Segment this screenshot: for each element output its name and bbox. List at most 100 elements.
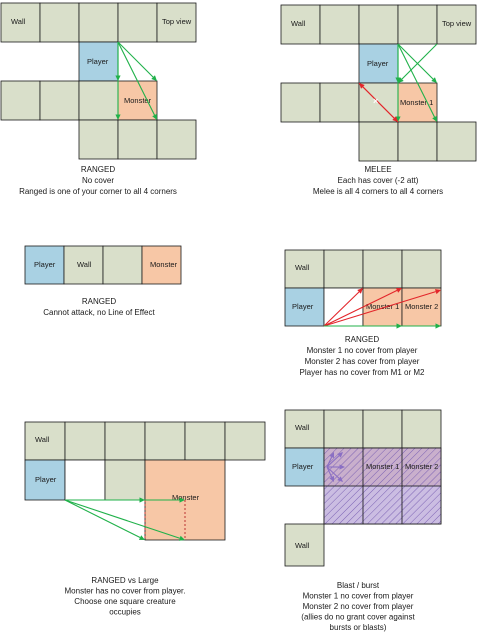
caption-line: No cover bbox=[82, 176, 114, 185]
caption-line: bursts or blasts) bbox=[330, 623, 387, 632]
player-label: Player bbox=[35, 475, 57, 484]
player-label: Player bbox=[292, 462, 314, 471]
monster-label: Monster 1 bbox=[400, 98, 433, 107]
wall-cell bbox=[104, 459, 146, 501]
arrowhead bbox=[337, 476, 343, 482]
wall-label: Wall bbox=[295, 423, 310, 432]
arrowhead bbox=[359, 83, 365, 89]
wall-cell bbox=[78, 2, 119, 43]
wall-cell bbox=[0, 2, 41, 43]
arrowhead bbox=[398, 77, 404, 83]
line-of-sight-arrow bbox=[326, 466, 333, 478]
arrowhead bbox=[329, 475, 335, 482]
monster-cell bbox=[117, 80, 158, 121]
line-of-sight-arrow bbox=[401, 43, 438, 80]
top-view-label: Top view bbox=[162, 17, 192, 26]
wall-cell bbox=[39, 80, 80, 121]
arrowhead bbox=[151, 75, 157, 81]
wall-cell bbox=[436, 121, 477, 162]
wall-cell bbox=[156, 119, 197, 160]
arrowhead bbox=[435, 323, 441, 329]
caption-line: occupies bbox=[109, 608, 141, 617]
wall-cell bbox=[401, 409, 442, 449]
caption-line: (allies do no grant cover against bbox=[301, 613, 415, 622]
caption-line: Ranged is one of your corner to all 4 co… bbox=[19, 187, 177, 196]
wall-cell bbox=[323, 409, 364, 449]
wall-cell bbox=[78, 119, 119, 160]
wall-cell bbox=[284, 409, 325, 449]
monster-label: Monster 2 bbox=[405, 462, 438, 471]
player-label: Player bbox=[292, 302, 314, 311]
caption-line: Melee is all 4 corners to all 4 corners bbox=[313, 187, 443, 196]
line-of-sight-arrow bbox=[117, 41, 156, 116]
caption-line: Monster has no cover from player. bbox=[65, 587, 186, 596]
wall-cell bbox=[397, 121, 438, 162]
arrowhead bbox=[357, 288, 363, 294]
line-of-sight-arrow bbox=[326, 466, 340, 479]
caption-title: RANGED bbox=[345, 335, 379, 344]
player-cell bbox=[284, 287, 325, 327]
arrowhead bbox=[434, 289, 441, 295]
wall-cell bbox=[184, 421, 226, 461]
wall-label: Wall bbox=[77, 260, 92, 269]
caption-line: Monster 2 no cover from player bbox=[303, 602, 414, 611]
wall-label: Wall bbox=[11, 17, 26, 26]
wall-cell bbox=[63, 245, 104, 285]
wall-cell bbox=[362, 409, 403, 449]
player-cell bbox=[78, 41, 119, 82]
wall-cell bbox=[319, 82, 360, 123]
monster-label: Monster 2 bbox=[405, 302, 438, 311]
wall-cell bbox=[280, 4, 321, 45]
blocked-mark: × bbox=[373, 96, 378, 106]
monster-cell bbox=[141, 245, 182, 285]
wall-label: Wall bbox=[291, 19, 306, 28]
arrowhead bbox=[339, 464, 345, 470]
caption-line: Choose one square creature bbox=[74, 597, 176, 606]
arrowhead bbox=[337, 452, 343, 458]
caption-line: Monster 1 no cover from player bbox=[307, 346, 418, 355]
wall-cell bbox=[24, 421, 66, 461]
caption-line: Monster 1 no cover from player bbox=[303, 592, 414, 601]
wall-label: Wall bbox=[295, 541, 310, 550]
monster-label: Monster 1 bbox=[366, 302, 399, 311]
wall-cell bbox=[358, 121, 399, 162]
arrowhead bbox=[395, 288, 402, 293]
line-of-sight-arrow bbox=[117, 41, 154, 78]
wall-cell bbox=[144, 421, 186, 461]
wall-cell bbox=[0, 80, 41, 121]
monster-label: Monster bbox=[150, 260, 178, 269]
caption-title: RANGED vs Large bbox=[91, 576, 159, 585]
wall-label: Wall bbox=[295, 263, 310, 272]
line-of-sight-arrow bbox=[397, 43, 434, 80]
wall-cell bbox=[102, 245, 143, 285]
player-cell bbox=[284, 447, 325, 487]
wall-cell bbox=[323, 249, 364, 289]
monster-cell bbox=[401, 287, 442, 327]
line-of-sight-arrow bbox=[326, 456, 333, 468]
arrowhead bbox=[115, 114, 121, 120]
arrowhead bbox=[431, 77, 437, 83]
caption-title: MELEE bbox=[364, 165, 391, 174]
arrowhead bbox=[395, 116, 401, 122]
wall-cell bbox=[280, 82, 321, 123]
arrowhead bbox=[138, 535, 145, 540]
line-of-sight-arrow bbox=[323, 291, 436, 327]
wall-cell bbox=[397, 4, 438, 45]
line-of-sight-arrow bbox=[397, 43, 436, 118]
wall-cell bbox=[64, 421, 106, 461]
line-of-sight-arrow bbox=[323, 289, 398, 327]
wall-cell bbox=[284, 523, 325, 567]
player-label: Player bbox=[87, 57, 109, 66]
wall-cell bbox=[401, 249, 442, 289]
caption-line: Each has cover (-2 att) bbox=[338, 176, 419, 185]
caption-title: RANGED bbox=[82, 297, 116, 306]
monster-label: Monster bbox=[124, 96, 152, 105]
caption-line: Player has no cover from M1 or M2 bbox=[300, 368, 425, 377]
caption-title: Blast / burst bbox=[337, 581, 380, 590]
monster-label: Monster 1 bbox=[366, 462, 399, 471]
wall-cell bbox=[362, 249, 403, 289]
